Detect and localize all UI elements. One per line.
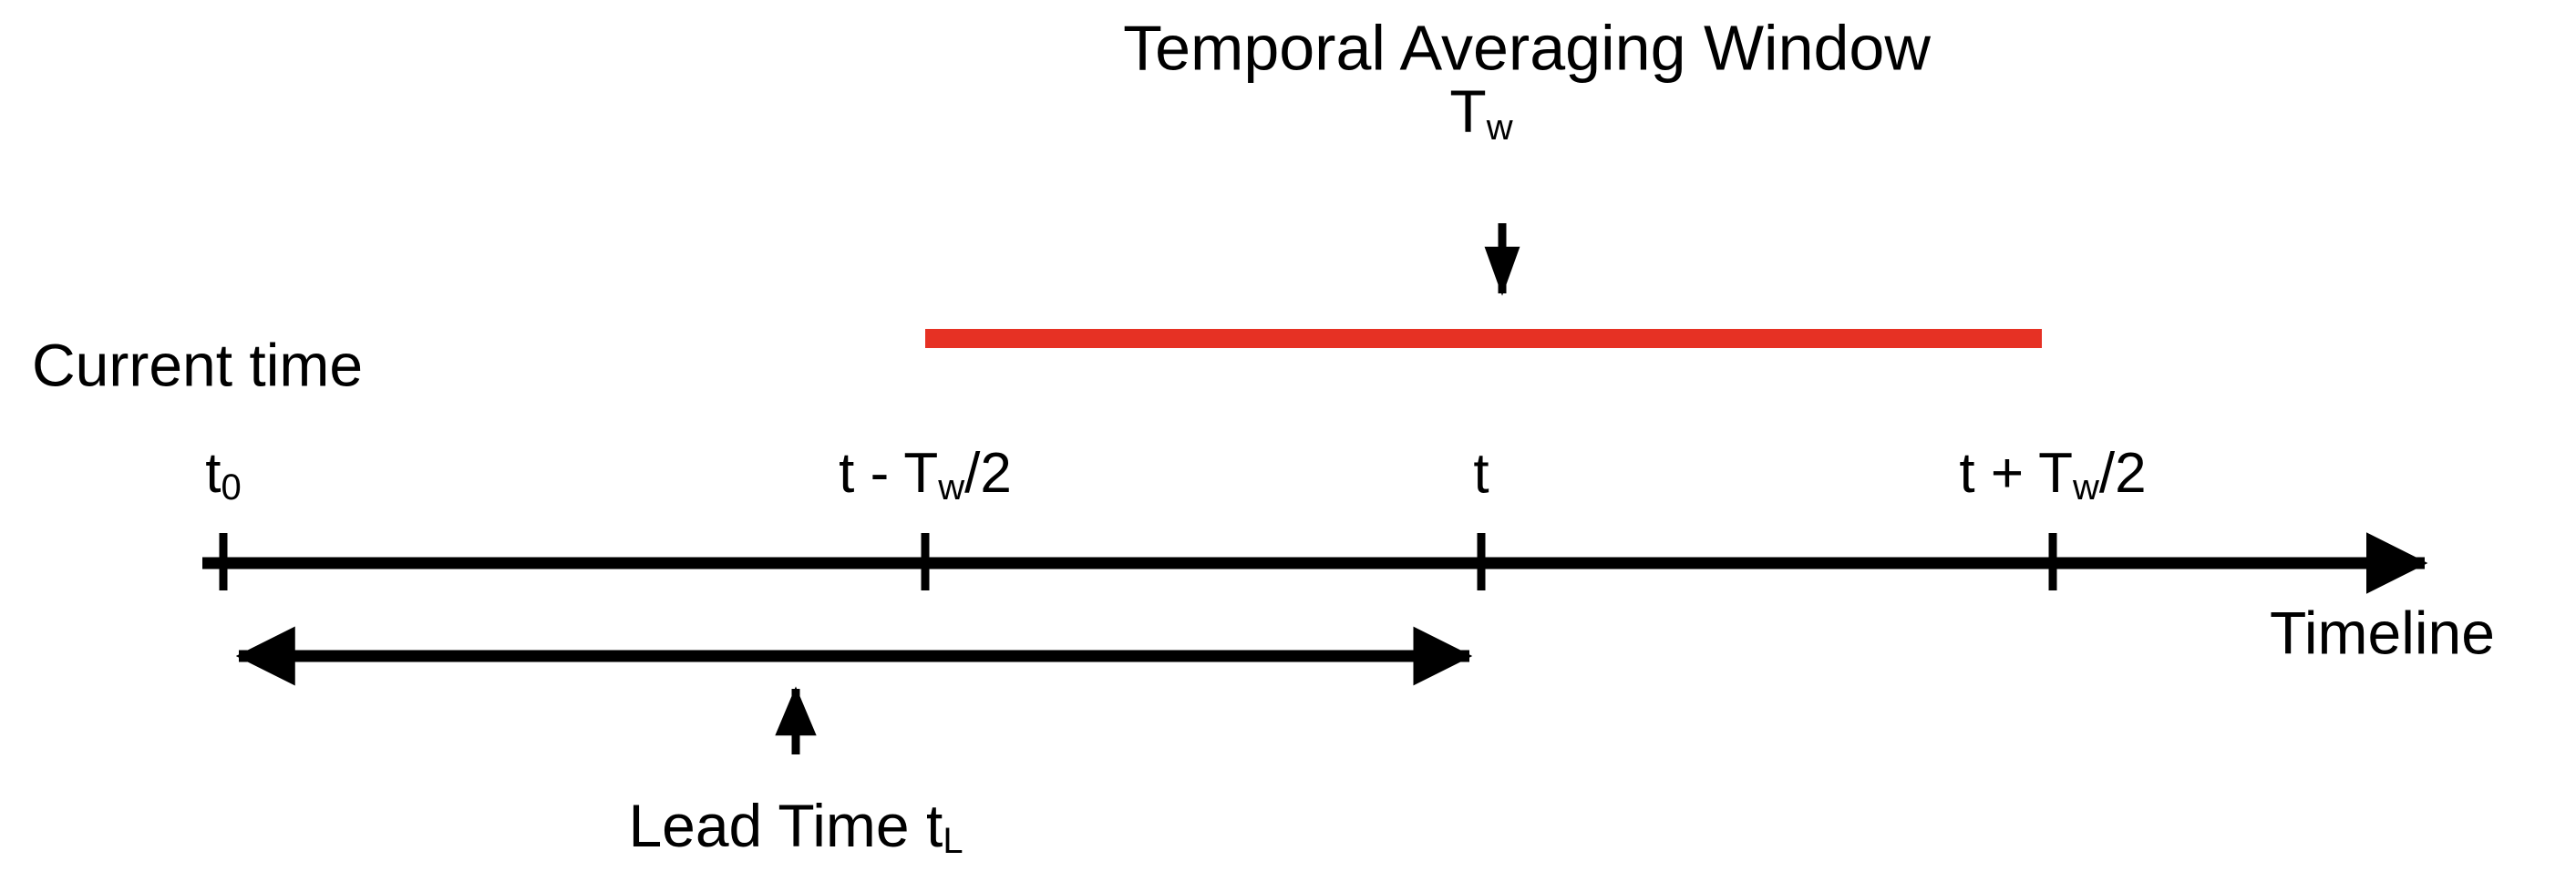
lead-time-symbol-base: t bbox=[926, 792, 943, 859]
lead-time-label: Lead Time tL bbox=[628, 792, 963, 860]
tick-label-t-plus-half-tw-base: t + T bbox=[1959, 442, 2073, 505]
tick-label-t-minus-half-tw: t - Tw/2 bbox=[839, 442, 1012, 507]
tick-label-t0-base: t bbox=[205, 442, 221, 505]
window-symbol: Tw bbox=[1449, 77, 1512, 147]
timeline-axis-label: Timeline bbox=[2270, 599, 2495, 666]
window-symbol-base: T bbox=[1449, 77, 1486, 145]
tick-label-t0: t0 bbox=[205, 442, 241, 507]
current-time-label: Current time bbox=[32, 331, 363, 398]
tick-label-t-plus-half-tw-subscript: w bbox=[2072, 467, 2099, 508]
diagram-title: Temporal Averaging Window bbox=[1123, 12, 1931, 83]
tick-label-t-minus-half-tw-suffix: /2 bbox=[964, 442, 1012, 505]
tick-label-t: t bbox=[1473, 442, 1489, 505]
averaging-window-bar bbox=[925, 329, 2042, 348]
lead-time-label-prefix: Lead Time bbox=[628, 792, 926, 859]
tick-label-t-plus-half-tw-suffix: /2 bbox=[2099, 442, 2147, 505]
tick-label-t-minus-half-tw-base: t - T bbox=[839, 442, 938, 505]
lead-time-symbol-subscript: L bbox=[943, 821, 963, 861]
tick-label-t-minus-half-tw-subscript: w bbox=[937, 467, 964, 508]
window-symbol-subscript: w bbox=[1486, 108, 1513, 148]
tick-label-t-plus-half-tw: t + Tw/2 bbox=[1959, 442, 2146, 507]
tick-label-t0-subscript: 0 bbox=[221, 467, 241, 508]
